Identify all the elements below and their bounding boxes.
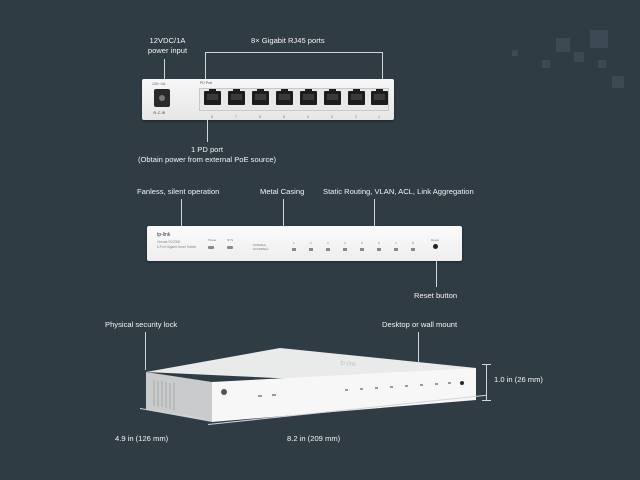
- port-bay: [199, 88, 389, 111]
- rj45-ports-label: 8× Gigabit RJ45 ports: [251, 36, 325, 45]
- port-led: [411, 248, 415, 251]
- front-port-number: 7: [395, 241, 397, 245]
- rear-pd-port-text: PD Port: [200, 81, 213, 85]
- switch-perspective-view: tp-link: [146, 348, 476, 422]
- front-port-number: 8: [412, 241, 414, 245]
- port-led: [394, 248, 398, 251]
- reset-text: Reset: [431, 238, 439, 242]
- depth-label: 4.9 in (126 mm): [115, 434, 169, 443]
- front-model-line2: 8-Port Gigabit Smart Switch: [157, 244, 197, 249]
- switch-front: [212, 368, 476, 422]
- rear-power-text: 12V⎓1A: [152, 82, 166, 86]
- security-lock-label: Physical security lock: [105, 320, 178, 329]
- front-panel: tp-link Omada SG2008 8-Port Gigabit Smar…: [147, 226, 462, 261]
- switch-side: [146, 372, 212, 422]
- sys-led-label: SYS: [227, 238, 234, 242]
- rj45-port: [204, 89, 221, 105]
- rear-port-number: 2: [355, 115, 357, 119]
- rear-port-number: 4: [307, 115, 309, 119]
- decor-square: [556, 38, 570, 52]
- height-dimension-line: [486, 364, 487, 400]
- rear-port-number: 7: [235, 115, 237, 119]
- rear-port-number: 5: [283, 115, 285, 119]
- rj45-port: [276, 89, 293, 105]
- port-led: [292, 248, 296, 251]
- ports-bracket-left: [205, 52, 206, 84]
- pd-port-line1: 1 PD port: [190, 145, 224, 154]
- rj45-port: [228, 89, 245, 105]
- rear-port-number: 6: [259, 115, 261, 119]
- decor-square: [590, 30, 608, 48]
- power-leader-line: [164, 59, 165, 84]
- side-vents: [153, 380, 175, 410]
- sys-led: [227, 246, 233, 249]
- reset-leader-line: [436, 261, 437, 287]
- reset-button: [433, 244, 438, 249]
- rj45-port: [371, 89, 388, 105]
- front-port-number: 1: [293, 241, 295, 245]
- rear-port-number: 3: [331, 115, 333, 119]
- front-port-number: 6: [378, 241, 380, 245]
- fanless-leader-line: [181, 199, 182, 227]
- dc-power-jack: [154, 89, 170, 107]
- legend-10-100: 10/100Mbps: [253, 247, 269, 251]
- persp-reset-button: [460, 381, 464, 385]
- height-dim-cap-bottom: [482, 400, 491, 401]
- pd-port-label: 1 PD port (Obtain power from external Po…: [120, 145, 294, 165]
- front-logo: tp-link: [157, 232, 171, 238]
- power-input-label: 12VDC/1A power input: [140, 36, 195, 56]
- rj45-port: [324, 89, 341, 105]
- decor-square: [598, 60, 606, 68]
- metal-casing-label: Metal Casing: [260, 187, 305, 196]
- ports-bracket-right: [382, 52, 383, 84]
- lock-leader-line: [145, 332, 146, 370]
- decor-square: [612, 76, 624, 88]
- front-port-number: 5: [361, 241, 363, 245]
- front-port-number: 3: [327, 241, 329, 245]
- ports-bracket-top: [205, 52, 382, 53]
- power-led-label: Power: [208, 238, 217, 242]
- speed-legend: 1000Mbps 10/100Mbps: [253, 243, 268, 251]
- front-logo-icon: [221, 389, 227, 395]
- front-port-number: 4: [344, 241, 346, 245]
- width-label: 8.2 in (209 mm): [287, 434, 341, 443]
- fanless-label: Fanless, silent operation: [137, 187, 220, 196]
- height-dim-cap-top: [482, 364, 491, 365]
- features-label: Static Routing, VLAN, ACL, Link Aggregat…: [323, 187, 474, 196]
- rj45-port: [300, 89, 317, 105]
- features-leader-line: [374, 199, 375, 227]
- casing-leader-line: [283, 199, 284, 227]
- front-model-line1: Omada SG2008: [157, 240, 181, 244]
- port-led: [360, 248, 364, 251]
- power-input-line2: power input: [147, 46, 188, 55]
- port-led: [326, 248, 330, 251]
- dc-polarity-symbol: ⊖-C-⊕: [153, 110, 166, 115]
- top-logo-text: tp-link: [340, 360, 358, 368]
- reset-label: Reset button: [414, 291, 458, 300]
- mount-label: Desktop or wall mount: [382, 320, 458, 329]
- rj45-port: [252, 89, 269, 105]
- pd-port-line2: (Obtain power from external PoE source): [137, 155, 276, 164]
- port-led: [377, 248, 381, 251]
- rear-panel: 12V⎓1A ⊖-C-⊕ PD Port 8 7 6 5 4 3 2 1: [142, 79, 394, 120]
- port-led: [309, 248, 313, 251]
- port-led: [343, 248, 347, 251]
- rear-port-number: 1: [378, 115, 380, 119]
- front-port-number: 2: [310, 241, 312, 245]
- front-leds: [258, 382, 451, 397]
- decor-square: [542, 60, 550, 68]
- front-model-text: Omada SG2008 8-Port Gigabit Smart Switch: [157, 240, 196, 249]
- mount-leader-line: [418, 332, 419, 362]
- height-label: 1.0 in (26 mm): [494, 375, 543, 384]
- power-input-line1: 12VDC/1A: [149, 36, 186, 45]
- power-led: [208, 246, 214, 249]
- pd-leader-line: [207, 120, 208, 142]
- legend-1000: 1000Mbps: [253, 243, 267, 247]
- decor-square: [574, 52, 584, 62]
- rear-port-number: 8: [211, 115, 213, 119]
- decor-square: [512, 50, 518, 56]
- rj45-port: [348, 89, 365, 105]
